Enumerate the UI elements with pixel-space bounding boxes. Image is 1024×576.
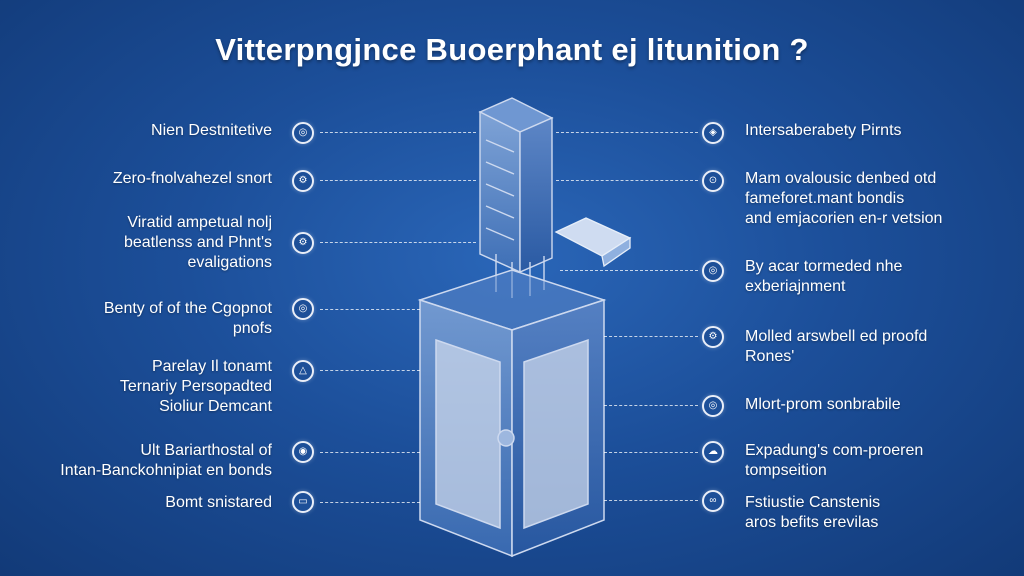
gear-icon: ⚙ xyxy=(702,326,724,348)
connector-right-6 xyxy=(604,452,698,453)
connector-left-7 xyxy=(320,502,420,503)
right-label-3: By acar tormeded nhe exberiajnment xyxy=(745,258,903,295)
gear-icon: ⚙ xyxy=(292,232,314,254)
shield-icon: ◈ xyxy=(702,122,724,144)
connector-left-5 xyxy=(320,370,420,371)
connector-right-2 xyxy=(556,180,698,181)
left-label-1: Nien Destnitetive xyxy=(151,122,272,139)
connector-left-6 xyxy=(320,452,420,453)
connector-left-2 xyxy=(320,180,476,181)
right-label-5: Mlort-prom sonbrabile xyxy=(745,396,901,413)
left-label-7: Bomt snistared xyxy=(165,494,272,511)
connector-right-4 xyxy=(604,336,698,337)
right-label-1: Intersaberabety Pirnts xyxy=(745,122,902,139)
right-label-4: Molled arswbell ed proofd Rones' xyxy=(745,328,928,365)
left-label-6: Ult Bariarthostal of Intan-Banckohnipiat… xyxy=(60,442,272,479)
connector-right-7 xyxy=(604,500,698,501)
right-label-7: Fstiustie Canstenis aros befits erevilas xyxy=(745,494,881,531)
left-label-5: Parelay Il tonamt Ternariy Persopadted S… xyxy=(119,358,272,415)
shield-icon: ◉ xyxy=(292,441,314,463)
globe-icon: ◎ xyxy=(702,395,724,417)
lock-icon: ⊙ xyxy=(702,170,724,192)
connector-right-5 xyxy=(604,405,698,406)
connector-right-1 xyxy=(556,132,698,133)
connector-left-4 xyxy=(320,309,420,310)
left-label-4: Benty of of the Cgopnot pnofs xyxy=(103,300,272,337)
globe-icon: ◎ xyxy=(702,260,724,282)
left-label-3: Viratid ampetual nolj beatlenss and Phnt… xyxy=(123,214,272,271)
cloud-icon: ☁ xyxy=(702,441,724,463)
gear-icon: ⚙ xyxy=(292,170,314,192)
warning-icon: △ xyxy=(292,360,314,382)
globe-icon: ◎ xyxy=(292,298,314,320)
tower-top xyxy=(478,97,554,298)
document-icon: ▭ xyxy=(292,491,314,513)
connector-right-3 xyxy=(560,270,698,271)
tower-base xyxy=(417,269,607,558)
right-label-6: Expadung's com-proeren tompseition xyxy=(745,442,924,479)
chain-icon: ∞ xyxy=(702,490,724,512)
left-label-2: Zero-fnolvahezel snort xyxy=(112,170,272,187)
globe-icon: ◎ xyxy=(292,122,314,144)
floating-card xyxy=(554,217,632,268)
connector-left-1 xyxy=(320,132,476,133)
right-label-2: Mam ovalousic denbed otd fameforet.mant … xyxy=(745,170,943,227)
diagram-title: Vitterpngjnce Buoerphant ej litunition ? xyxy=(215,32,809,67)
connector-left-3 xyxy=(320,242,476,243)
